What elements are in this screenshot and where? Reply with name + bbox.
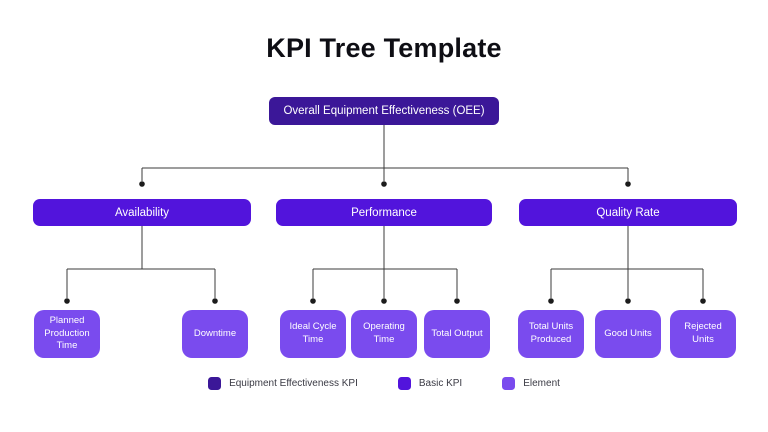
page-title: KPI Tree Template <box>266 33 502 63</box>
node-downtime: Downtime <box>182 310 248 358</box>
legend-item-element: Element <box>502 377 560 390</box>
node-availability: Availability <box>33 199 251 226</box>
node-performance-label: Performance <box>351 206 417 219</box>
node-good-units-label: Good Units <box>604 327 652 339</box>
legend-item-basic-kpi: Basic KPI <box>397 377 463 390</box>
node-good-units: Good Units <box>595 310 661 358</box>
connector-dot-group <box>64 181 706 304</box>
node-total-output-label: Total Output <box>431 327 483 339</box>
node-planned-production-time: Planned Production Time <box>34 310 100 358</box>
node-oee-root-label: Overall Equipment Effectiveness (OEE) <box>283 105 485 117</box>
node-quality-rate: Quality Rate <box>519 199 737 226</box>
node-total-units-produced-label: Total Units Produced <box>528 321 574 345</box>
legend-label-element: Element <box>523 378 560 389</box>
node-quality-rate-label: Quality Rate <box>596 206 660 219</box>
legend-swatch-basic-kpi <box>397 377 411 390</box>
legend-item-equipment-effectiveness-kpi: Equipment Effectiveness KPI <box>208 377 358 390</box>
node-ideal-cycle-time: Ideal Cycle Time <box>280 310 346 358</box>
node-performance: Performance <box>276 199 492 226</box>
node-rejected-units: Rejected Units <box>670 310 736 358</box>
legend-label-basic-kpi: Basic KPI <box>418 378 463 389</box>
node-availability-label: Availability <box>114 206 170 219</box>
connector-line-group <box>66 125 704 298</box>
node-downtime-label: Downtime <box>193 327 237 339</box>
legend: Equipment Effectiveness KPI Basic KPI El… <box>0 377 768 390</box>
node-total-output: Total Output <box>424 310 490 358</box>
node-operating-time: Operating Time <box>351 310 417 358</box>
node-operating-time-label: Operating Time <box>363 321 405 345</box>
node-ideal-cycle-time-label: Ideal Cycle Time <box>289 321 337 345</box>
legend-swatch-equipment-effectiveness-kpi <box>208 377 222 390</box>
node-total-units-produced: Total Units Produced <box>518 310 584 358</box>
node-oee-root: Overall Equipment Effectiveness (OEE) <box>269 97 499 125</box>
legend-label-equipment-effectiveness-kpi: Equipment Effectiveness KPI <box>229 378 358 389</box>
node-planned-production-time-label: Planned Production Time <box>44 315 90 352</box>
legend-swatch-element <box>502 377 516 390</box>
node-rejected-units-label: Rejected Units <box>684 321 722 345</box>
